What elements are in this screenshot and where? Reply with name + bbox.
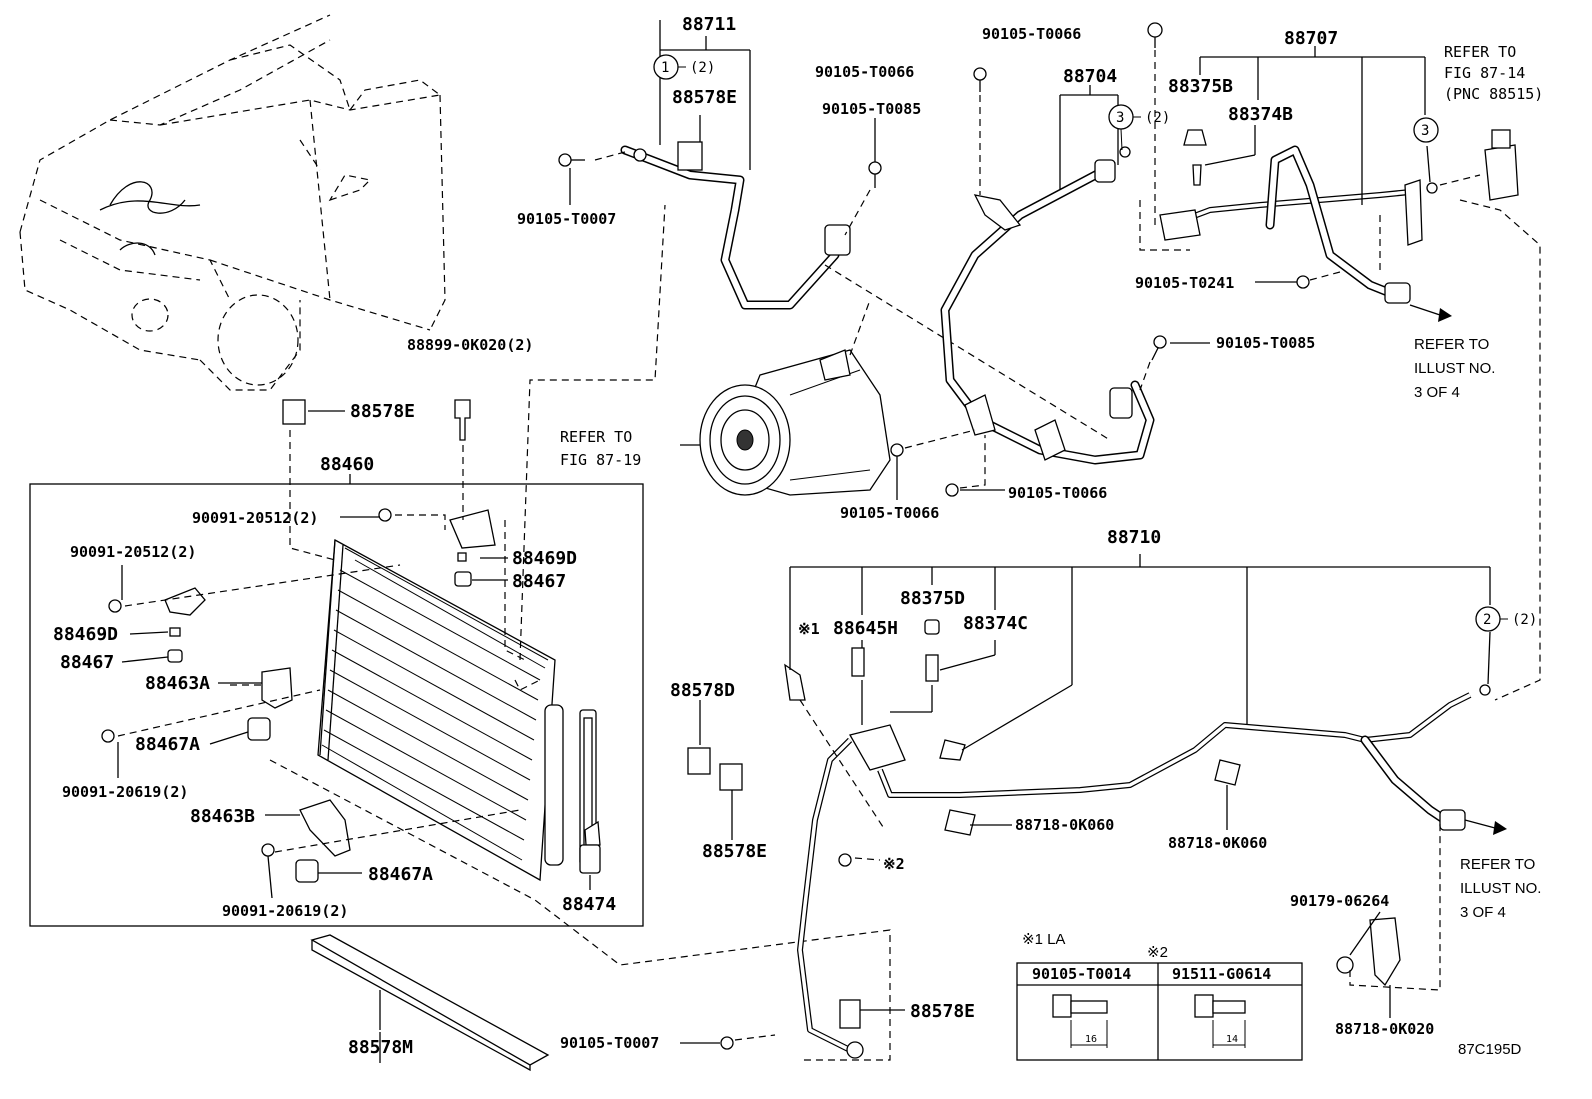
- callout-1-qty: (2): [690, 60, 715, 76]
- callouts: 1 (2) 3 (2) 3 2 (2) ※1 ※2: [653, 54, 1537, 873]
- compressor: [680, 299, 891, 496]
- legend-note-1: ※1 LA: [1022, 931, 1065, 948]
- part-labels: 88711 88578E 90105-T0007 90105-T0066 901…: [53, 14, 1434, 1058]
- label-88467A-a: 88467A: [135, 734, 200, 755]
- label-88469D-b: 88469D: [512, 548, 577, 569]
- vehicle-illustration: [19, 14, 446, 391]
- label-90105-T0066-b: 90105-T0066: [815, 63, 914, 81]
- ref-illust-b-line3: 3 OF 4: [1460, 904, 1506, 921]
- hose-88710: [680, 554, 1507, 1059]
- label-90105-T0007-top: 90105-T0007: [517, 210, 616, 228]
- label-88704: 88704: [1063, 66, 1117, 87]
- label-90105-T0007-low: 90105-T0007: [560, 1034, 659, 1052]
- label-88711: 88711: [682, 14, 736, 35]
- ref-fig-87-14-line3: (PNC 88515): [1444, 85, 1543, 103]
- legend-note-2: ※2: [1147, 944, 1168, 961]
- mark-1: ※1: [798, 620, 820, 638]
- condenser-dashed-links: [117, 204, 891, 1061]
- ref-fig-87-14-line2: FIG 87-14: [1444, 64, 1525, 82]
- bolt-90105-T0014-icon: 16: [1052, 994, 1108, 1048]
- label-90091-20619-a: 90091-20619(2): [62, 783, 188, 801]
- callout-1: 1: [661, 60, 669, 76]
- label-88578E-mid: 88578E: [350, 401, 415, 422]
- label-88374B: 88374B: [1228, 104, 1293, 125]
- legend-col-91511-G0614: 91511-G0614: [1172, 965, 1271, 983]
- label-90105-T0241: 90105-T0241: [1135, 274, 1234, 292]
- ref-illust-a-line2: ILLUST NO.: [1414, 360, 1495, 377]
- condenser-leaders: [117, 410, 591, 1063]
- label-90179-06264: 90179-06264: [1290, 892, 1389, 910]
- callout-2: 2: [1483, 612, 1491, 628]
- label-90105-T0085-a: 90105-T0085: [822, 100, 921, 118]
- label-88645H: 88645H: [833, 618, 898, 639]
- condenser-assembly-box: [29, 474, 644, 927]
- dim-14: 14: [1226, 1034, 1238, 1045]
- label-88467-b: 88467: [512, 571, 566, 592]
- label-90091-20619-b: 90091-20619(2): [222, 902, 348, 920]
- dim-16: 16: [1085, 1034, 1097, 1045]
- condenser-core: [317, 538, 601, 882]
- callout-3b: 3: [1421, 123, 1429, 139]
- label-88710: 88710: [1107, 527, 1161, 548]
- label-88374C: 88374C: [963, 613, 1028, 634]
- label-90105-T0066-d: 90105-T0066: [840, 504, 939, 522]
- label-88578E-top: 88578E: [672, 87, 737, 108]
- ref-fig-87-14-line1: REFER TO: [1444, 43, 1516, 61]
- label-88460: 88460: [320, 454, 374, 475]
- label-88578M: 88578M: [348, 1037, 413, 1058]
- condenser-hardware: [101, 399, 496, 883]
- label-88578D: 88578D: [670, 680, 735, 701]
- label-88463B: 88463B: [190, 806, 255, 827]
- label-88578E-bot: 88578E: [910, 1001, 975, 1022]
- label-88463A: 88463A: [145, 673, 210, 694]
- ref-illust-b-line1: REFER TO: [1460, 856, 1535, 873]
- figure-code: 87C195D: [1458, 1041, 1522, 1058]
- ref-fig-87-19-line1: REFER TO: [560, 428, 632, 446]
- label-88718-0K060-a: 88718-0K060: [1015, 816, 1114, 834]
- label-88899-0K020: 88899-0K020(2): [407, 336, 533, 354]
- bolt-legend-table: ※1 LA ※2 90105-T0014 91511-G0614 16 14: [1016, 931, 1303, 1061]
- label-88718-0K060-b: 88718-0K060: [1168, 834, 1267, 852]
- label-90105-T0085-b: 90105-T0085: [1216, 334, 1315, 352]
- ref-fig-87-19-line2: FIG 87-19: [560, 451, 641, 469]
- label-90105-T0066-a: 90105-T0066: [982, 25, 1081, 43]
- reference-notes: REFER TO FIG 87-14 (PNC 88515) REFER TO …: [560, 43, 1543, 921]
- label-90105-T0066-c: 90105-T0066: [1008, 484, 1107, 502]
- callout-3a: 3: [1116, 110, 1124, 126]
- callout-2-qty: (2): [1512, 612, 1537, 628]
- bar-88578M: [310, 934, 550, 1072]
- label-90091-20512-b: 90091-20512(2): [70, 543, 196, 561]
- label-88467-a: 88467: [60, 652, 114, 673]
- label-90091-20512-a: 90091-20512(2): [192, 509, 318, 527]
- label-88578E-low: 88578E: [702, 841, 767, 862]
- callout-3a-qty: (2): [1145, 110, 1170, 126]
- label-88469D-a: 88469D: [53, 624, 118, 645]
- legend-col-90105-T0014: 90105-T0014: [1032, 965, 1131, 983]
- hose-88704: [844, 22, 1210, 500]
- hose-88707: [1139, 46, 1541, 701]
- label-88467A-b: 88467A: [368, 864, 433, 885]
- hose-88711: [558, 20, 1111, 441]
- ref-illust-a-line1: REFER TO: [1414, 336, 1489, 353]
- mark-2: ※2: [883, 855, 905, 873]
- ref-illust-a-line3: 3 OF 4: [1414, 384, 1460, 401]
- label-88707: 88707: [1284, 28, 1338, 49]
- label-88718-0K020: 88718-0K020: [1335, 1020, 1434, 1038]
- label-88375D: 88375D: [900, 588, 965, 609]
- label-88474: 88474: [562, 894, 616, 915]
- ref-illust-b-line2: ILLUST NO.: [1460, 880, 1541, 897]
- label-88375B: 88375B: [1168, 76, 1233, 97]
- bolt-91511-G0614-icon: 14: [1194, 994, 1246, 1048]
